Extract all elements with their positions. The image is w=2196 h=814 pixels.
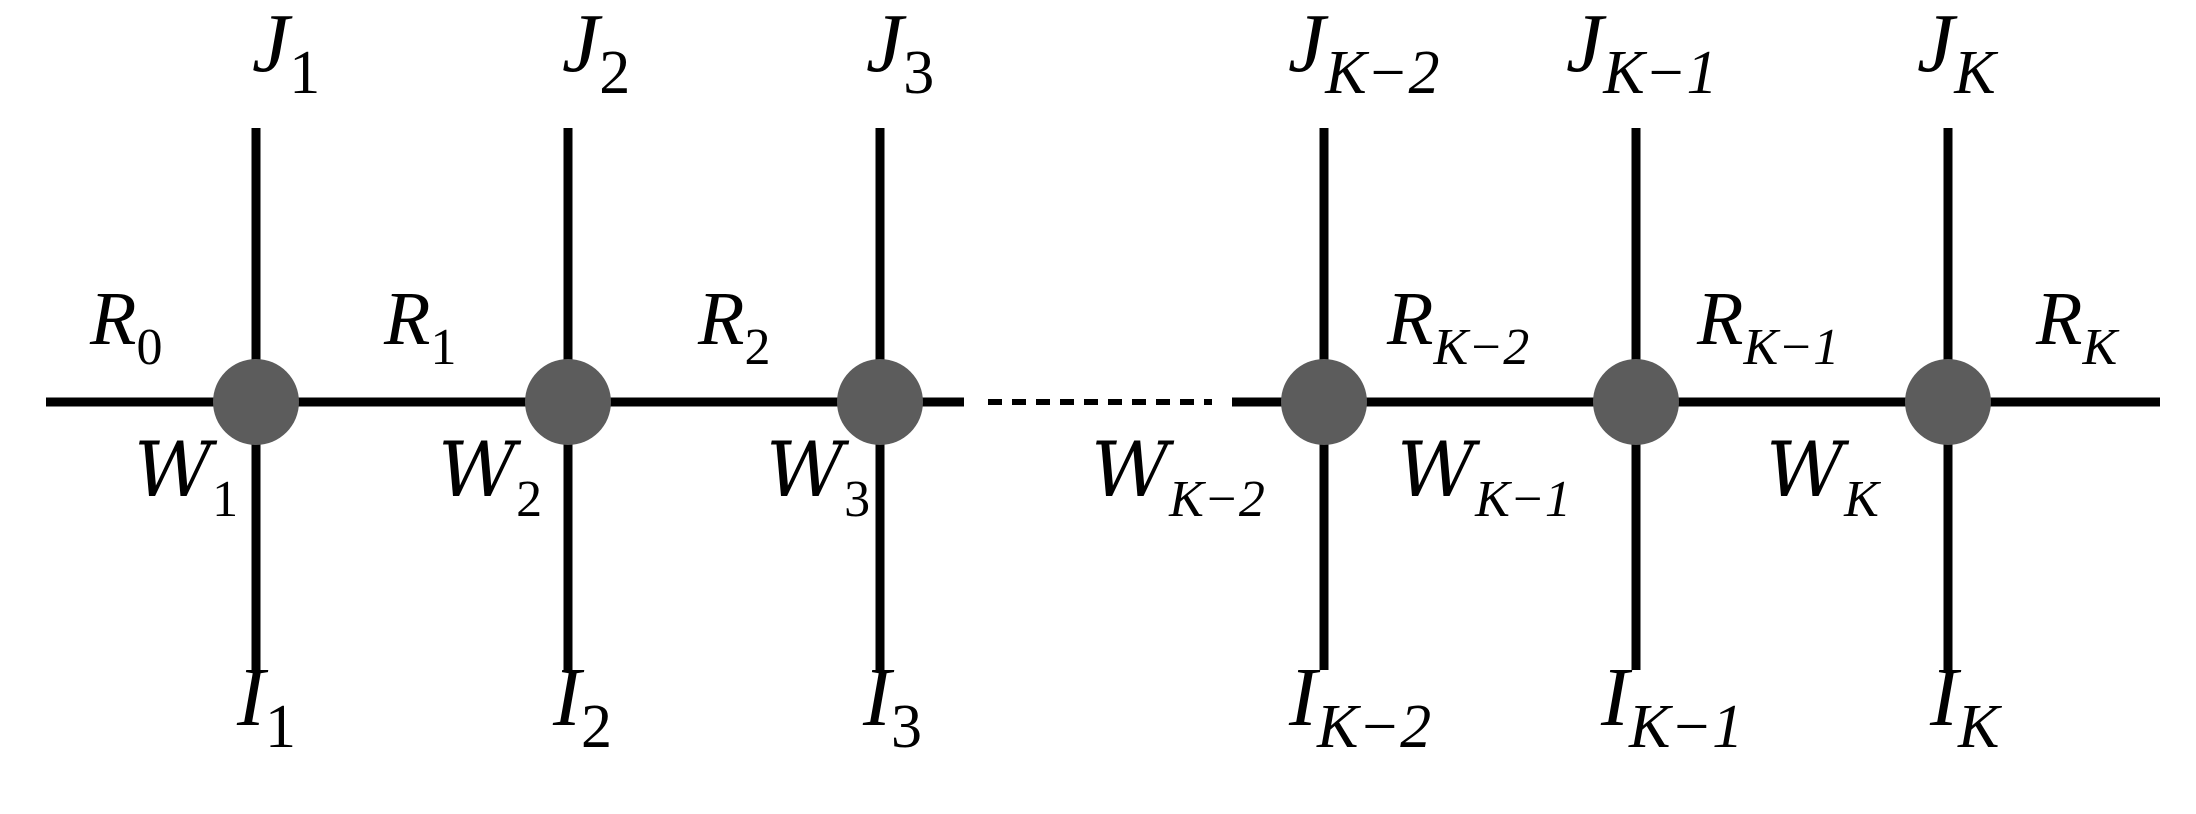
bottom-index-label-1-subscript: 1 xyxy=(264,693,296,761)
bottom-index-label-4-symbol: I xyxy=(1289,651,1317,744)
bond-rank-label-2-symbol: R xyxy=(384,277,431,361)
bond-rank-label-3-symbol: R xyxy=(698,277,745,361)
core-label-1-symbol: W xyxy=(134,425,213,514)
bond-rank-label-5-symbol: R xyxy=(1697,277,1744,361)
bond-rank-label-6-subscript: K xyxy=(2082,319,2118,376)
core-label-4-subscript: K−2 xyxy=(1169,471,1265,528)
core-label-3: W3 xyxy=(766,432,870,526)
top-index-label-1: J1 xyxy=(252,0,321,107)
core-label-2: W2 xyxy=(438,432,542,526)
bottom-index-label-5-symbol: I xyxy=(1601,651,1629,744)
core-label-6-subscript: K xyxy=(1844,471,1879,528)
bond-rank-label-4: RK−2 xyxy=(1387,281,1529,374)
bond-rank-label-1-symbol: R xyxy=(90,277,137,361)
top-index-label-6: JK xyxy=(1917,0,1996,107)
top-index-label-5-subscript: K−1 xyxy=(1603,39,1718,107)
bottom-index-label-3-symbol: I xyxy=(863,651,891,744)
core-label-3-subscript: 3 xyxy=(844,471,871,528)
bottom-index-label-2: I2 xyxy=(553,656,612,761)
core-label-2-symbol: W xyxy=(438,425,517,514)
core-label-2-subscript: 2 xyxy=(516,471,543,528)
top-index-label-3: J3 xyxy=(866,0,935,107)
core-node-1 xyxy=(213,359,299,445)
bottom-index-label-2-symbol: I xyxy=(553,651,581,744)
top-index-label-2-symbol: J xyxy=(562,0,600,90)
top-index-label-2-subscript: 2 xyxy=(599,39,631,107)
core-label-5: WK−1 xyxy=(1397,432,1571,526)
bond-rank-label-4-subscript: K−2 xyxy=(1433,319,1530,376)
core-label-5-subscript: K−1 xyxy=(1475,471,1571,528)
core-node-2 xyxy=(525,359,611,445)
bottom-index-label-6-symbol: I xyxy=(1930,651,1958,744)
top-index-label-1-symbol: J xyxy=(252,0,290,90)
bond-rank-label-1: R0 xyxy=(90,281,162,374)
bottom-index-label-3: I3 xyxy=(863,656,922,761)
bottom-index-label-6: IK xyxy=(1930,656,2000,761)
bottom-index-label-6-subscript: K xyxy=(1957,693,2000,761)
core-node-6 xyxy=(1905,359,1991,445)
core-label-1: W1 xyxy=(134,432,238,526)
bottom-index-label-4-subscript: K−2 xyxy=(1316,693,1432,761)
core-label-3-symbol: W xyxy=(766,425,845,514)
bottom-index-label-3-subscript: 3 xyxy=(890,693,922,761)
top-index-label-2: J2 xyxy=(562,0,631,107)
bottom-index-label-5: IK−1 xyxy=(1601,656,1744,761)
top-index-label-1-subscript: 1 xyxy=(289,39,321,107)
top-index-label-6-subscript: K xyxy=(1954,39,1996,107)
core-node-4 xyxy=(1281,359,1367,445)
bond-rank-label-1-subscript: 0 xyxy=(136,319,163,376)
bond-rank-label-6: RK xyxy=(2036,281,2117,374)
top-index-label-3-subscript: 3 xyxy=(903,39,935,107)
core-label-5-symbol: W xyxy=(1397,425,1476,514)
bond-rank-label-5-subscript: K−1 xyxy=(1743,319,1840,376)
core-node-5 xyxy=(1593,359,1679,445)
bottom-index-label-1-symbol: I xyxy=(237,651,265,744)
core-node-3 xyxy=(837,359,923,445)
bottom-index-label-1: I1 xyxy=(237,656,296,761)
top-index-label-6-symbol: J xyxy=(1917,0,1955,90)
core-label-6-symbol: W xyxy=(1766,425,1845,514)
bond-rank-label-2: R1 xyxy=(384,281,456,374)
top-index-label-4-subscript: K−2 xyxy=(1325,39,1440,107)
bottom-index-label-5-subscript: K−1 xyxy=(1628,693,1744,761)
bond-rank-label-3-subscript: 2 xyxy=(744,319,771,376)
bond-rank-label-2-subscript: 1 xyxy=(430,319,457,376)
bond-rank-label-4-symbol: R xyxy=(1387,277,1434,361)
bond-rank-label-3: R2 xyxy=(698,281,770,374)
bond-rank-label-5: RK−1 xyxy=(1697,281,1839,374)
bottom-index-label-2-subscript: 2 xyxy=(580,693,612,761)
top-index-label-4: JK−2 xyxy=(1288,0,1440,107)
bottom-index-label-4: IK−2 xyxy=(1289,656,1432,761)
core-label-6: WK xyxy=(1766,432,1879,526)
top-index-label-5: JK−1 xyxy=(1566,0,1718,107)
top-index-label-5-symbol: J xyxy=(1566,0,1604,90)
core-label-4: WK−2 xyxy=(1091,432,1265,526)
top-index-label-3-symbol: J xyxy=(866,0,904,90)
bond-rank-label-6-symbol: R xyxy=(2036,277,2083,361)
top-index-label-4-symbol: J xyxy=(1288,0,1326,90)
core-label-4-symbol: W xyxy=(1091,425,1170,514)
core-label-1-subscript: 1 xyxy=(212,471,239,528)
